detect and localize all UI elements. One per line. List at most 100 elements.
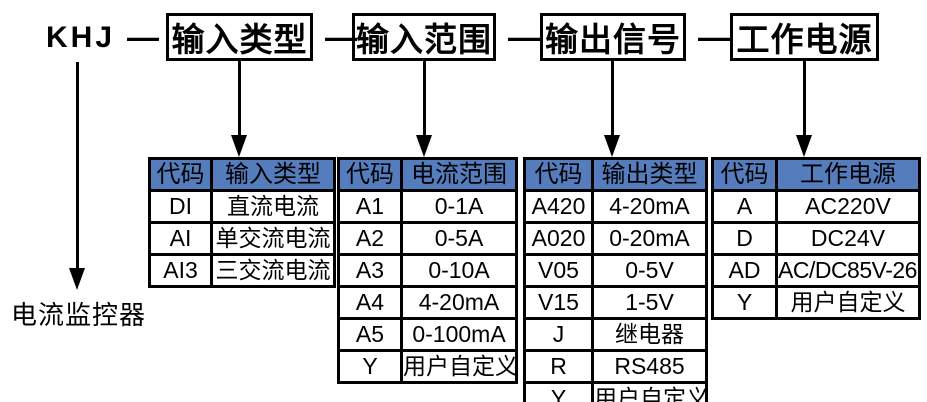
segment-box-output-signal: 输出信号 <box>540 13 686 61</box>
code-cell: AD <box>711 253 778 288</box>
code-cell: V15 <box>523 285 594 320</box>
value-cell: 0-5V <box>591 253 708 288</box>
value-cell: 单交流电流 <box>210 221 336 256</box>
table-header-row: 代码输入类型 <box>148 157 336 192</box>
code-cell: Y <box>337 349 403 384</box>
code-cell: A4 <box>337 285 403 320</box>
column-header: 代码 <box>148 157 213 192</box>
value-cell: 0-10A <box>400 253 518 288</box>
value-cell: RS485 <box>591 349 708 384</box>
arrow-head-icon <box>231 135 247 157</box>
value-cell: AC/DC85V-265V <box>775 253 921 288</box>
arrow-shaft <box>237 61 241 135</box>
arrow-down-input-range <box>415 61 433 157</box>
arrow-shaft <box>802 61 806 135</box>
value-cell: 用户自定义 <box>591 381 708 402</box>
arrow-shaft <box>422 61 426 135</box>
column-header: 工作电源 <box>775 157 921 192</box>
separator-dash: — <box>127 19 159 55</box>
value-cell: 0-20mA <box>591 221 708 256</box>
code-cell: Y <box>523 381 594 402</box>
code-cell: A2 <box>337 221 403 256</box>
arrow-down-power-supply <box>795 61 813 157</box>
code-cell: A020 <box>523 221 594 256</box>
arrow-head-icon <box>416 135 432 157</box>
table-header-row: 代码工作电源 <box>711 157 921 192</box>
code-cell: A1 <box>337 189 403 224</box>
value-cell: 4-20mA <box>400 285 518 320</box>
code-cell: A3 <box>337 253 403 288</box>
code-cell: J <box>523 317 594 352</box>
value-cell: 用户自定义 <box>775 285 921 320</box>
value-cell: 4-20mA <box>591 189 708 224</box>
code-cell: A5 <box>337 317 403 352</box>
segment-box-input-range: 输入范围 <box>352 13 496 61</box>
value-cell: 继电器 <box>591 317 708 352</box>
code-cell: A <box>711 189 778 224</box>
code-cell: AI3 <box>148 253 213 288</box>
column-header: 代码 <box>337 157 403 192</box>
column-header: 电流范围 <box>400 157 518 192</box>
arrow-head-icon <box>604 135 620 157</box>
column-header: 输入类型 <box>210 157 336 192</box>
code-cell: DI <box>148 189 213 224</box>
arrow-shaft <box>610 61 614 135</box>
table-header-row: 代码输出类型 <box>523 157 708 192</box>
value-cell: 直流电流 <box>210 189 336 224</box>
code-cell: Y <box>711 285 778 320</box>
code-cell: A420 <box>523 189 594 224</box>
code-cell: V05 <box>523 253 594 288</box>
segment-box-input-type: 输入类型 <box>166 13 313 61</box>
value-cell: 用户自定义 <box>400 349 518 384</box>
arrow-shaft <box>75 62 79 268</box>
value-cell: AC220V <box>775 189 921 224</box>
model-prefix: KHJ <box>46 21 116 54</box>
value-cell: 0-100mA <box>400 317 518 352</box>
arrow-head-icon <box>69 268 85 290</box>
code-cell: D <box>711 221 778 256</box>
arrow-down-prefix <box>68 62 86 290</box>
value-cell: 0-5A <box>400 221 518 256</box>
code-cell: R <box>523 349 594 384</box>
column-header: 输出类型 <box>591 157 708 192</box>
table-header-row: 代码电流范围 <box>337 157 518 192</box>
arrow-down-output-signal <box>603 61 621 157</box>
separator-dash: — <box>508 19 540 55</box>
column-header: 代码 <box>711 157 778 192</box>
column-header: 代码 <box>523 157 594 192</box>
value-cell: DC24V <box>775 221 921 256</box>
value-cell: 1-5V <box>591 285 708 320</box>
value-cell: 0-1A <box>400 189 518 224</box>
arrow-down-input-type <box>230 61 248 157</box>
code-cell: AI <box>148 221 213 256</box>
separator-dash: — <box>325 19 357 55</box>
value-cell: 三交流电流 <box>210 253 336 288</box>
arrow-head-icon <box>796 135 812 157</box>
separator-dash: — <box>698 19 730 55</box>
